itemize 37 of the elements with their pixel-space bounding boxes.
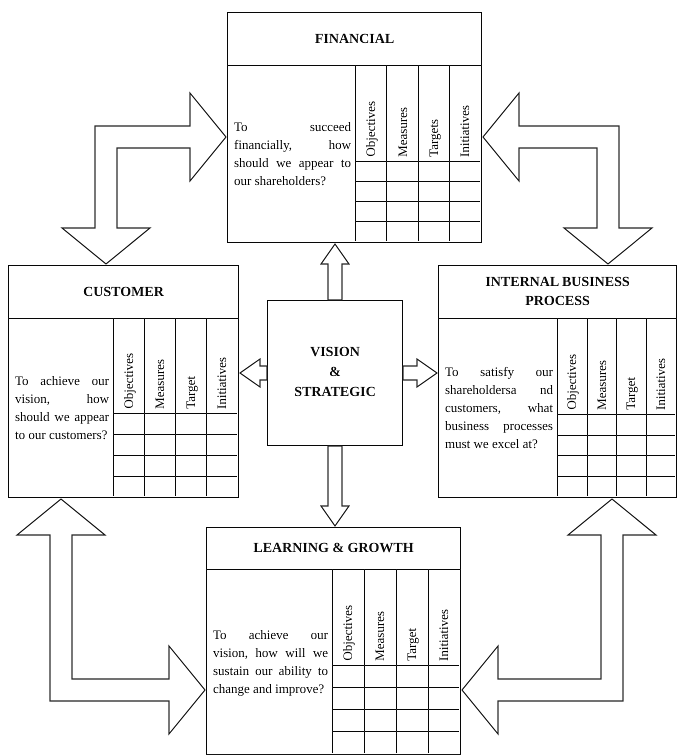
- column-header: Measures: [586, 319, 616, 414]
- scorecard-table: [8, 265, 239, 498]
- center-box: VISION & STRATEGIC: [267, 300, 403, 446]
- column-header: Initiatives: [206, 319, 238, 413]
- column-header: Initiatives: [428, 570, 460, 665]
- column-header: Objectives: [113, 319, 144, 413]
- perspective-heading: LEARNING & GROWTH: [207, 528, 460, 570]
- bent-double-arrow: [461, 498, 658, 736]
- block-arrow: [320, 242, 350, 301]
- column-header: Objectives: [332, 570, 364, 665]
- question-text: To satisfy our shareholdersa nd customers, what business processes must we excel at?: [445, 362, 553, 453]
- column-header: Measures: [144, 319, 176, 413]
- block-arrow: [320, 445, 350, 528]
- column-header: Target: [396, 570, 428, 665]
- scorecard-table: [227, 12, 482, 243]
- column-header: Target: [175, 319, 206, 413]
- perspective-heading: FINANCIAL: [228, 13, 481, 66]
- column-header: Initiatives: [449, 66, 480, 161]
- bent-double-arrow: [482, 91, 654, 265]
- scorecard-table: [206, 527, 461, 755]
- bent-double-arrow: [60, 91, 227, 265]
- question-text: To succeed financially, how should we appear to our shareholders?: [234, 118, 351, 190]
- question-text: To achieve our vision, how should we appear to our customers?: [15, 372, 109, 444]
- column-header: Target: [616, 319, 646, 414]
- block-arrow: [238, 358, 268, 388]
- column-header: Measures: [364, 570, 396, 665]
- column-header: Initiatives: [646, 319, 676, 414]
- question-text: To achieve our vision, how will we sustain our ability to change and improve?: [213, 626, 328, 698]
- column-header: Targets: [418, 66, 450, 161]
- scorecard-table: [438, 265, 677, 498]
- bent-double-arrow: [15, 498, 206, 736]
- block-arrow: [402, 358, 438, 388]
- perspective-heading: INTERNAL BUSINESS PROCESS: [439, 266, 676, 319]
- perspective-heading: CUSTOMER: [9, 266, 238, 319]
- column-header: Objectives: [355, 66, 386, 161]
- column-header: Measures: [386, 66, 418, 161]
- column-header: Objectives: [557, 319, 587, 414]
